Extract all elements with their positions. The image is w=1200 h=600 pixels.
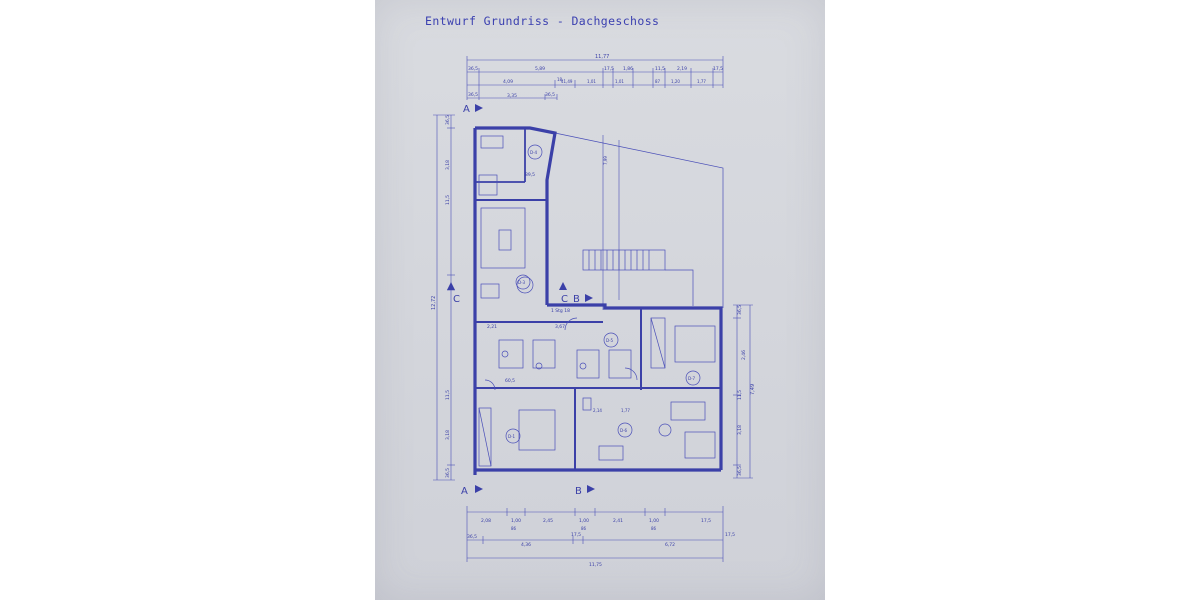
- bottom-overall-dim: 11,75: [589, 562, 602, 568]
- dim-label: 17,5: [604, 66, 614, 72]
- staircase: 1 Stg 18: [551, 249, 694, 314]
- dim-label: 1,01: [587, 79, 596, 84]
- dim-label: 4,36: [521, 542, 531, 548]
- plan-title: Entwurf Grundriss - Dachgeschoss: [425, 14, 660, 28]
- dim-label: 36,5: [445, 115, 451, 125]
- dim-label: 11,5: [445, 390, 451, 400]
- dim-label: 1,00: [511, 518, 521, 524]
- section-a-bottom: A: [461, 486, 468, 497]
- dim-label: 11,5: [445, 195, 451, 205]
- dim-label: 36,5: [737, 466, 743, 476]
- room-tag: D-1: [508, 434, 516, 439]
- dim-label: 3,18: [737, 425, 743, 435]
- dim-label: 3,35: [507, 93, 517, 99]
- section-c-mid: C: [561, 294, 568, 305]
- dim-label: 1,77: [697, 79, 706, 84]
- section-a-top: A: [463, 104, 470, 115]
- dim-label: 17,5: [713, 66, 723, 72]
- dim-label: 3,18: [445, 160, 451, 170]
- blueprint-sheet: Entwurf Grundriss - Dachgeschoss 11,77 3…: [375, 0, 825, 600]
- dim-label: 1,00: [579, 518, 589, 524]
- dim-label: 17,5: [725, 532, 735, 538]
- dim-label: 2,19: [677, 66, 687, 72]
- dim-label: 86: [511, 526, 517, 531]
- dim-label: 17,5: [701, 518, 711, 524]
- room-tag: D-4: [530, 150, 538, 155]
- dim-label: 1,86: [623, 66, 633, 72]
- dim-label: 2,21: [487, 324, 497, 330]
- dim-label: 3,18: [445, 430, 451, 440]
- dim-label: 36,5: [468, 66, 478, 72]
- dim-label: 87: [655, 79, 661, 84]
- room-tag: D-7: [688, 376, 696, 381]
- dim-label: 2,46: [741, 350, 747, 360]
- section-markers: A A B B C C: [447, 104, 595, 497]
- dim-label: 1,77: [621, 408, 630, 413]
- dim-label: 36,5: [737, 305, 743, 315]
- floor-plan-drawing: 11,77 36,5 5,89 17,5 1,86 11,5 2,19 17,5…: [431, 54, 756, 568]
- room-tag: D-3: [518, 280, 526, 285]
- dim-label: 7,99: [603, 156, 608, 165]
- right-dimension-chain: 36,5 2,46 11,5 3,18 36,5 7,49: [733, 304, 756, 479]
- dim-label: 36,5: [468, 92, 478, 98]
- dim-label: 1,00: [649, 518, 659, 524]
- room-dims: 3,67 2,21 89,5 60,5 2,14 1,77: [487, 172, 630, 413]
- section-b-mid: B: [573, 294, 580, 305]
- left-dimension-chain: 36,5 3,18 11,5 11,5 3,18 36,5 12,72: [431, 114, 455, 481]
- room-tags: D-4 D-3 D-1 D-5 D-6 D-7: [505, 144, 701, 444]
- dim-label: 2,14: [593, 408, 602, 413]
- exterior-walls: [473, 126, 723, 475]
- dim-label: 18: [557, 77, 563, 82]
- dim-label: 1,01: [615, 79, 624, 84]
- roof-outline: 7,99: [554, 132, 724, 310]
- dim-label: 6,72: [665, 542, 675, 548]
- dim-label: 11,5: [655, 66, 665, 72]
- dim-label: 5,89: [535, 66, 545, 72]
- dim-label: 2,45: [543, 518, 553, 524]
- left-overall-dim: 12,72: [431, 296, 437, 310]
- dim-label: 36,5: [545, 92, 555, 98]
- dim-label: 4,09: [503, 79, 513, 85]
- dim-label: 2,08: [481, 518, 491, 524]
- dim-label: 89,5: [525, 172, 535, 178]
- fixtures: [478, 135, 716, 467]
- room-tag: D-6: [620, 428, 628, 433]
- top-dimension-chain: 11,77 36,5 5,89 17,5 1,86 11,5 2,19 17,5…: [466, 54, 724, 100]
- dim-label: 60,5: [505, 378, 515, 384]
- bottom-dimension-chain: 2,08 1,00 2,45 1,00 2,41 1,00 17,5 86 86…: [466, 506, 735, 568]
- room-tag: D-5: [606, 338, 614, 343]
- dim-label: 36,5: [467, 534, 477, 540]
- dim-label: 86: [581, 526, 587, 531]
- dim-label: 86: [651, 526, 657, 531]
- stair-label: 1 Stg 18: [551, 308, 570, 314]
- dim-label: 2,41: [613, 518, 623, 524]
- dim-label: 41,49: [561, 79, 573, 84]
- section-c-left: C: [453, 294, 460, 305]
- dim-label: 17,5: [571, 532, 581, 538]
- top-overall-dim: 11,77: [595, 54, 609, 60]
- dim-label: 11,5: [737, 390, 743, 400]
- dim-label: 3,67: [555, 324, 565, 330]
- right-overall-dim: 7,49: [750, 384, 756, 395]
- dim-label: 1,20: [671, 79, 680, 84]
- dim-label: 36,5: [445, 468, 451, 478]
- section-b-bottom: B: [575, 486, 582, 497]
